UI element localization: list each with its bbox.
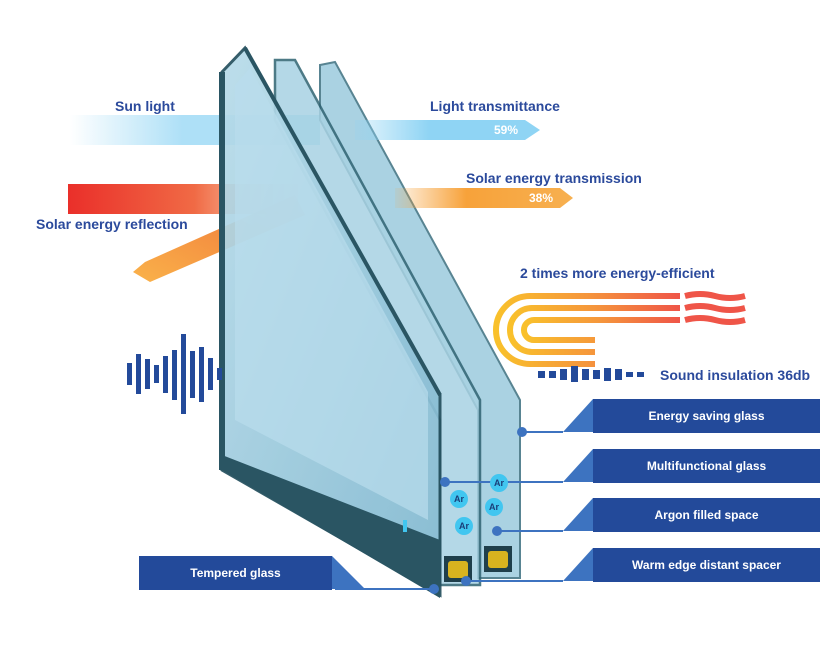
glass-unit (219, 45, 521, 598)
callout-argon-filled-space: Argon filled space (593, 498, 820, 532)
light-transmittance-beam (355, 120, 540, 140)
light-transmittance-label: Light transmittance (430, 98, 560, 114)
argon-badge: Ar (455, 517, 473, 535)
heat-curves (493, 291, 746, 367)
solar-reflection-label: Solar energy reflection (36, 216, 188, 232)
sound-wave-icon (127, 334, 222, 414)
sound-insulation-label: Sound insulation 36db (660, 367, 811, 383)
callout-label: Energy saving glass (593, 399, 820, 433)
solar-transmission-value: 38% (529, 191, 554, 205)
callout-label: Argon filled space (593, 498, 820, 532)
solar-transmission-label: Solar energy transmission (466, 170, 642, 186)
callout-label: Warm edge distant spacer (593, 548, 820, 582)
argon-badge: Ar (450, 490, 468, 508)
callout-warm-edge-spacer: Warm edge distant spacer (593, 548, 820, 582)
sun-light-label: Sun light (115, 98, 175, 114)
callout-label: Multifunctional glass (593, 449, 820, 483)
callout-multifunctional-glass: Multifunctional glass (593, 449, 820, 483)
light-transmittance-value: 59% (494, 123, 519, 137)
sound-level-bars (538, 366, 644, 382)
callout-tabs (332, 399, 593, 589)
energy-efficiency-label: 2 times more energy-efficient (520, 265, 715, 281)
callout-label: Tempered glass (139, 556, 332, 590)
argon-badge: Ar (490, 474, 508, 492)
callout-tempered-glass: Tempered glass (139, 556, 332, 590)
solar-transmission-beam (395, 188, 573, 208)
argon-badge: Ar (485, 498, 503, 516)
callout-energy-saving-glass: Energy saving glass (593, 399, 820, 433)
